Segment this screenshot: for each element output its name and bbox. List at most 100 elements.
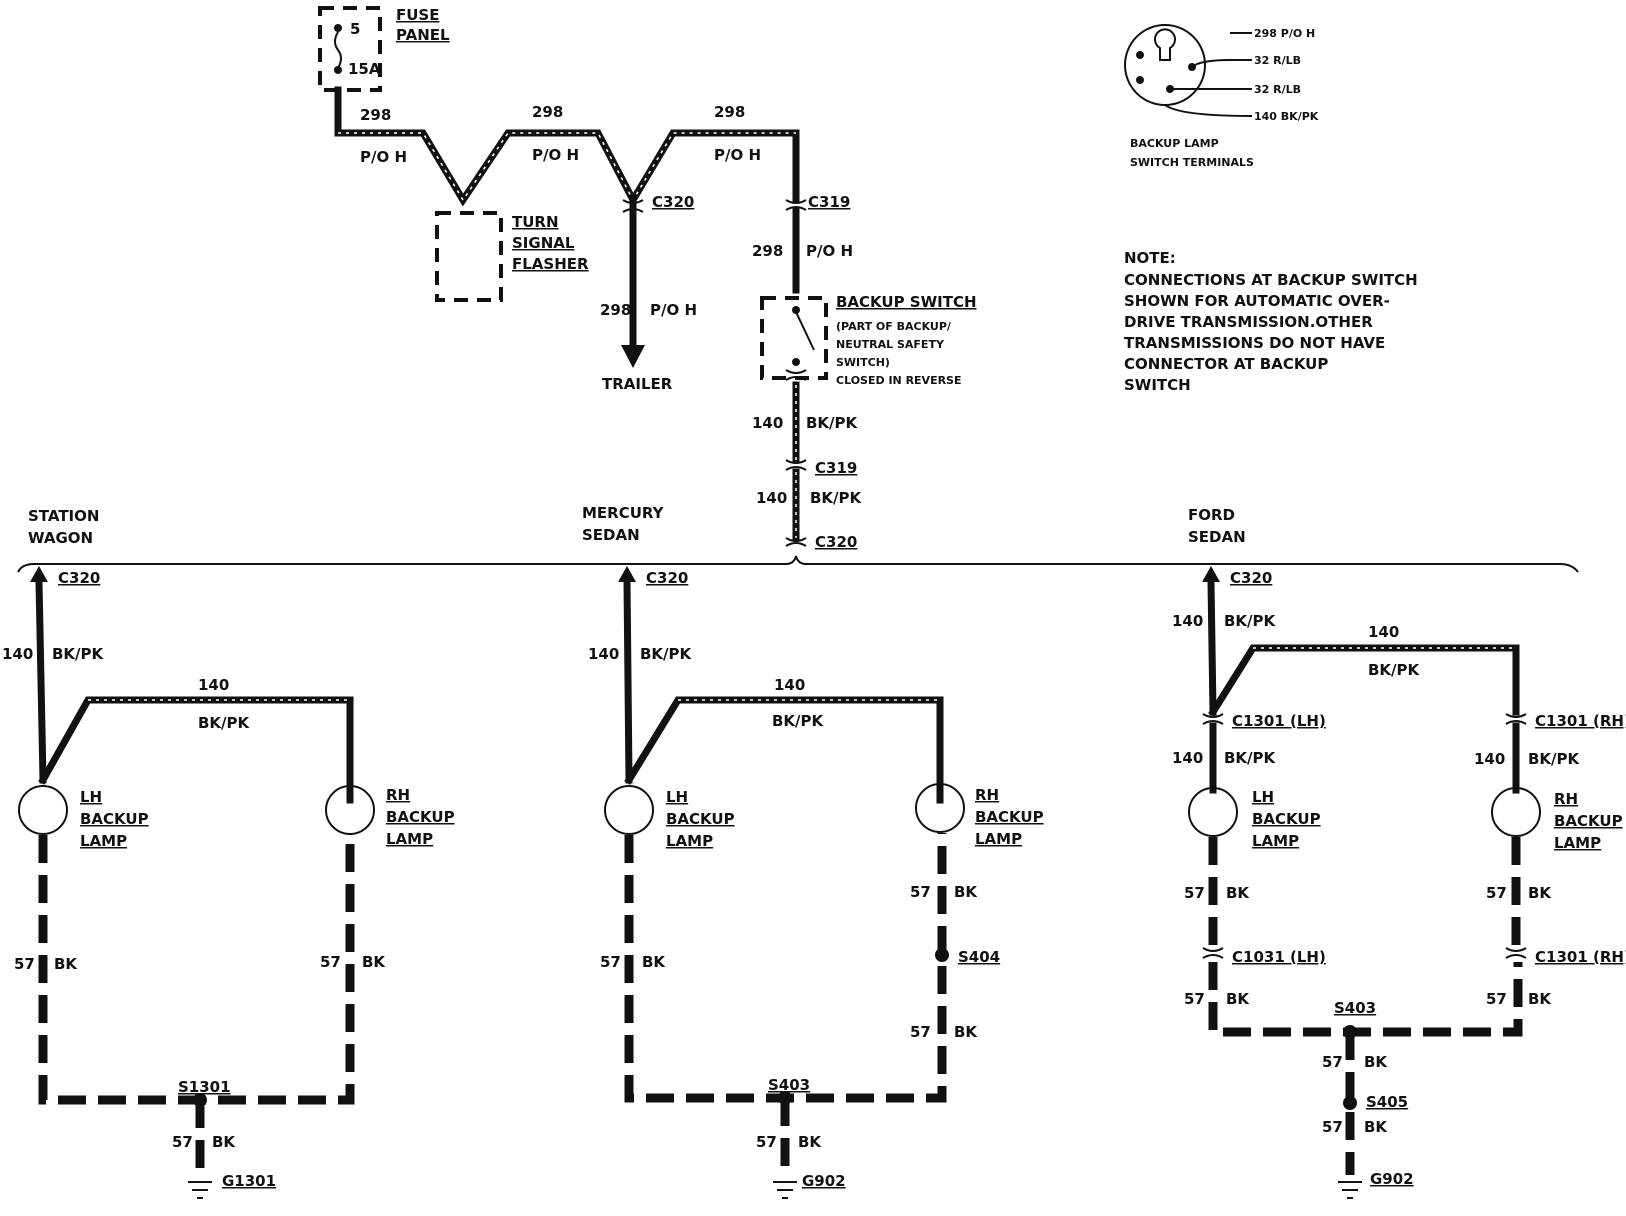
ford-rh-57a: 57 — [1486, 884, 1507, 902]
fuse-panel-label-1: FUSE — [396, 6, 439, 24]
ford-lh-1: LH — [1252, 788, 1274, 806]
backup-switch-title: BACKUP SWITCH — [836, 293, 977, 311]
ford-gnd-bka: BK — [1364, 1053, 1388, 1071]
switch-feed-circuit: 298 — [752, 242, 783, 260]
ford-splice-s403: S403 — [1334, 999, 1376, 1017]
ford-label-1: FORD — [1188, 506, 1235, 524]
backup-switch-note-2: NEUTRAL SAFETY — [836, 338, 945, 351]
ford-lh-57a: 57 — [1184, 884, 1205, 902]
feed-color-1: P/O H — [360, 148, 407, 166]
trailer-arrow-icon — [621, 345, 645, 368]
mercury-lh-57: 57 — [600, 953, 621, 971]
terminal-4: 140 BK/PK — [1254, 110, 1319, 123]
feed-color-3: P/O H — [714, 146, 761, 164]
mercury-gnd-bk: BK — [798, 1133, 822, 1151]
mercury-lh-2: BACKUP — [666, 810, 735, 828]
wagon-ground: G1301 — [222, 1172, 276, 1190]
wagon-cross-color: BK/PK — [198, 714, 251, 732]
note-title: NOTE: — [1124, 249, 1176, 267]
trailer-circuit: 298 — [600, 301, 631, 319]
note-line-1: CONNECTIONS AT BACKUP SWITCH — [1124, 271, 1418, 289]
feed-circuit-3: 298 — [714, 103, 745, 121]
ford-lh-57b: 57 — [1184, 990, 1205, 1008]
wagon-rh-lamp-icon — [325, 785, 375, 835]
mercury-rh-2: BACKUP — [975, 808, 1044, 826]
ford-c1301-lh: C1301 (LH) — [1232, 712, 1326, 730]
mercury-splice: S403 — [768, 1076, 810, 1094]
mercury-label-1: MERCURY — [582, 504, 665, 522]
wagon-rh-3: LAMP — [386, 830, 433, 848]
terminal-2: 32 R/LB — [1254, 54, 1301, 67]
fuse-panel-label-2: PANEL — [396, 26, 450, 44]
harness-circuit: 140 — [756, 489, 787, 507]
flasher-label-2: SIGNAL — [512, 234, 575, 252]
ford-lh-bkpk: BK/PK — [1224, 749, 1277, 767]
note-line-4: TRANSMISSIONS DO NOT HAVE — [1124, 334, 1385, 352]
note-line-6: SWITCH — [1124, 376, 1191, 394]
note-line-5: CONNECTOR AT BACKUP — [1124, 355, 1328, 373]
backup-switch — [760, 296, 828, 381]
mercury-cross-circuit: 140 — [774, 676, 805, 694]
terminal-1: 298 P/O H — [1254, 27, 1315, 40]
ford-rh-2: BACKUP — [1554, 812, 1623, 830]
mercury-splice-s404: S404 — [958, 948, 1000, 966]
ford-circuit-140: 140 — [1172, 612, 1203, 630]
ford-gnd-57b: 57 — [1322, 1118, 1343, 1136]
mercury-rh-3: LAMP — [975, 830, 1022, 848]
wagon-circuit-140: 140 — [2, 645, 33, 663]
inset-caption-1: BACKUP LAMP — [1130, 137, 1219, 150]
ford-c1031-lh: C1031 (LH) — [1232, 948, 1326, 966]
mercury-circuit-140: 140 — [588, 645, 619, 663]
fuse-number: 5 — [350, 20, 360, 38]
wagon-rh-57: 57 — [320, 953, 341, 971]
ford-rh-1: RH — [1554, 790, 1578, 808]
wagon-color-bkpk: BK/PK — [52, 645, 105, 663]
ford-cross-circuit: 140 — [1368, 623, 1399, 641]
mercury-circuit — [604, 566, 965, 1199]
flasher-label-1: TURN — [512, 213, 559, 231]
ford-rh-bka: BK — [1528, 884, 1552, 902]
wagon-c320: C320 — [58, 569, 100, 587]
c319-top-label: C319 — [808, 193, 850, 211]
feed-circuit-1: 298 — [360, 106, 391, 124]
wagon-lh-bk: BK — [54, 955, 78, 973]
switch-out-circuit: 140 — [752, 414, 783, 432]
fuse-rating: 15A — [348, 60, 381, 78]
mercury-rh-bka: BK — [954, 883, 978, 901]
c320-lower-label: C320 — [815, 533, 857, 551]
wagon-circuit — [18, 566, 375, 1199]
ford-ground: G902 — [1370, 1170, 1414, 1188]
feed-wire — [334, 86, 800, 208]
ford-lh-bkb: BK — [1226, 990, 1250, 1008]
inset-caption-2: SWITCH TERMINALS — [1130, 156, 1254, 169]
ford-lh-3: LAMP — [1252, 832, 1299, 850]
c319-lower-connector — [785, 459, 807, 471]
wagon-lh-lamp-icon — [18, 785, 68, 835]
wagon-rh-2: BACKUP — [386, 808, 455, 826]
mercury-rh-57a: 57 — [910, 883, 931, 901]
ford-c320: C320 — [1230, 569, 1272, 587]
note-line-3: DRIVE TRANSMISSION.OTHER — [1124, 313, 1373, 331]
ford-cross-color: BK/PK — [1368, 661, 1421, 679]
mercury-lh-3: LAMP — [666, 832, 713, 850]
backup-switch-note-1: (PART OF BACKUP/ — [836, 320, 952, 333]
ford-gnd-57a: 57 — [1322, 1053, 1343, 1071]
variant-bracket — [17, 555, 1579, 573]
ford-gnd-bkb: BK — [1364, 1118, 1388, 1136]
ford-rh-57b: 57 — [1486, 990, 1507, 1008]
feed-circuit-2: 298 — [532, 103, 563, 121]
switch-terminals-inset — [1124, 24, 1253, 117]
mercury-ground: G902 — [802, 1172, 846, 1190]
wagon-rh-bk: BK — [362, 953, 386, 971]
wagon-ground-icon — [188, 1181, 212, 1199]
switch-out-color: BK/PK — [806, 414, 859, 432]
wagon-lh-1: LH — [80, 788, 102, 806]
c320-lower-connector — [785, 537, 807, 547]
mercury-color-bkpk: BK/PK — [640, 645, 693, 663]
turn-signal-flasher-box — [435, 211, 503, 302]
ford-rh-140: 140 — [1474, 750, 1505, 768]
trailer-label: TRAILER — [602, 375, 673, 393]
backup-switch-note-4: CLOSED IN REVERSE — [836, 374, 962, 387]
mercury-rh-57b: 57 — [910, 1023, 931, 1041]
